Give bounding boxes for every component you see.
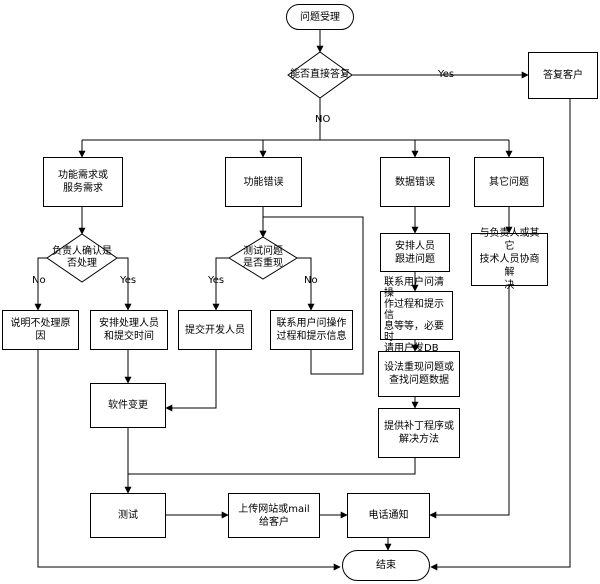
- edge-label-yes-reproduce: Yes: [208, 275, 225, 286]
- submit-dev-box: 提交开发人员: [178, 310, 252, 350]
- edge-contact-ops-loop: [259, 216, 364, 375]
- reproduce-data-box: 设法重现问题或 查找问题数据: [378, 351, 460, 397]
- software-change-box: 软件变更: [90, 383, 166, 428]
- decision-confirm-handle-label: 负责人确认是 否处理: [52, 246, 112, 269]
- reply-customer-box: 答复客户: [528, 52, 598, 99]
- edge-submit-to-change: [165, 350, 217, 412]
- contact-user-db-box: 联系用户问清操 作过程和提示信 息等等，必要时 请用户发DB: [380, 277, 453, 354]
- edge-reply-to-end: [430, 99, 571, 571]
- decision-test-reproduce: [228, 236, 298, 280]
- upload-box: 上传网站或mail 给客户: [228, 493, 320, 538]
- data-error-box: 数据错误: [380, 157, 450, 207]
- edge-explain-to-end: [37, 350, 341, 571]
- decision-can-answer-label: 能否直接答复: [290, 69, 350, 80]
- contact-user-ops-box: 联系用户问操作 过程和提示信息: [270, 310, 353, 350]
- test-box: 测试: [90, 493, 166, 538]
- edge-reproduce-yes: [212, 257, 229, 311]
- assign-person-box: 安排人员 跟进问题: [380, 233, 450, 272]
- edge-label-yes-reply: Yes: [438, 69, 455, 80]
- edge-label-yes-confirm: Yes: [120, 275, 137, 286]
- func-request-box: 功能需求或 服务需求: [43, 157, 123, 207]
- edge-label-no-reproduce: No: [304, 275, 318, 286]
- other-issue-box: 其它问题: [474, 157, 544, 207]
- edge-confirm-yes: [117, 257, 132, 311]
- edge-confirm-no: [34, 257, 47, 311]
- provide-patch-box: 提供补丁程序或 解决方法: [378, 408, 460, 458]
- edge-label-no-main: NO: [315, 114, 331, 125]
- edge-negotiate-to-phone: [429, 286, 510, 519]
- edge-label-no-confirm: No: [32, 275, 46, 286]
- explain-reason-box: 说明不处理原因: [2, 310, 79, 350]
- phone-notify-box: 电话通知: [347, 493, 430, 538]
- decision-test-reproduce-label: 测试问题 是否重现: [243, 246, 283, 269]
- edge-patch-to-merge: [128, 458, 416, 475]
- func-error-box: 功能错误: [225, 157, 302, 207]
- edge-reproduce-no: [297, 257, 315, 311]
- start-node: 问题受理: [286, 4, 354, 30]
- decision-can-answer: [287, 51, 353, 99]
- arrange-staff-box: 安排处理人员 和提交时间: [90, 310, 168, 350]
- end-node: 结束: [342, 550, 430, 581]
- negotiate-box: 与负责人或其它 技术人员协商解 决: [471, 228, 548, 291]
- decision-confirm-handle: [46, 233, 118, 283]
